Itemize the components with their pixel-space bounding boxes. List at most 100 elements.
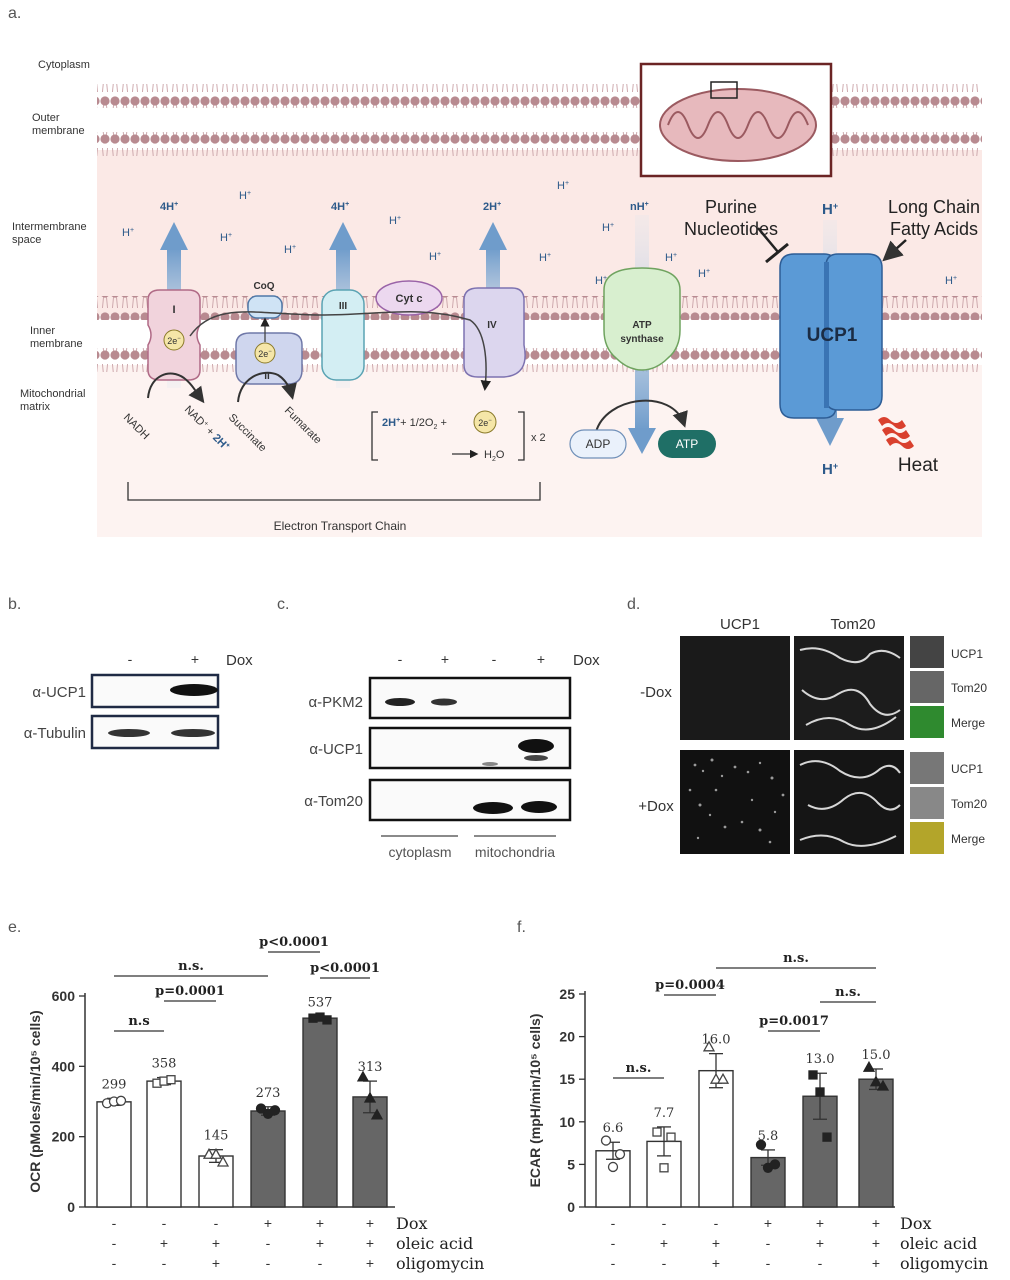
data-point — [862, 1060, 876, 1072]
condition-sign: - — [112, 1255, 117, 1271]
eq-h2o: H2O — [484, 449, 505, 463]
fatty-acids-label-1: Long Chain — [888, 197, 980, 217]
h-ion: H+ — [429, 251, 441, 263]
bar — [352, 1096, 388, 1208]
cytc-label: Cyt c — [396, 293, 423, 305]
atp-label: ATP — [676, 437, 698, 451]
bar — [96, 1101, 132, 1208]
purine-label-1: Purine — [705, 197, 757, 217]
data-point — [666, 1132, 676, 1142]
panel-d-letter: d. — [627, 596, 640, 613]
significance-label: p=0.0017 — [759, 1014, 829, 1029]
outer-membrane-bottom-leaflet — [97, 132, 982, 156]
inset-label: Merge — [951, 716, 985, 730]
value-label: 16.0 — [702, 1033, 731, 1048]
value-label: 273 — [256, 1086, 281, 1101]
value-label: 358 — [152, 1057, 177, 1072]
blot-row-label: α-UCP1 — [309, 741, 363, 758]
blot-band — [431, 698, 457, 706]
inset-ucp1-minus-dox — [910, 636, 944, 668]
bar — [250, 1110, 286, 1208]
complex-ii-label: II — [264, 371, 270, 382]
data-point — [815, 1087, 825, 1097]
succinate-arrow — [237, 371, 297, 403]
coq-label: CoQ — [253, 281, 274, 292]
h-ion: H+ — [945, 275, 957, 287]
condition-sign: - — [766, 1255, 771, 1271]
panel-c-letter: c. — [277, 596, 289, 613]
blot-row-label: α-Tubulin — [24, 725, 86, 742]
y-tick-label: 200 — [52, 1129, 76, 1145]
condition-sign: - — [214, 1215, 219, 1231]
proton-labels: 4H+ 4H+ 2H+ nH+ H+ H+ H+ H+ H+ H+ H+ H+ … — [122, 180, 957, 478]
condition-sign: + — [366, 1215, 374, 1231]
svg-text:2H++ 1/2O2 +: 2H++ 1/2O2 + — [382, 417, 447, 431]
condition-sign: + — [316, 1235, 324, 1251]
lane-label: + — [441, 651, 449, 667]
inset-label: Tom20 — [951, 681, 987, 695]
matrix-label-1: Mitochondrial — [20, 388, 85, 400]
inner-membrane-label-2: membrane — [30, 338, 83, 350]
h-ion: H+ — [665, 252, 677, 264]
condition-sign: - — [112, 1215, 117, 1231]
bar — [802, 1095, 838, 1208]
y-tick-label: 0 — [567, 1199, 575, 1215]
blot-band — [521, 801, 557, 813]
condition-sign: + — [872, 1235, 880, 1251]
y-axis-label: OCR (pMoles/min/10⁵ cells) — [27, 1010, 43, 1192]
fraction-label: mitochondria — [475, 844, 555, 860]
data-point — [202, 1147, 216, 1159]
complex-i-4h-label: 4H+ — [160, 201, 178, 213]
inset-label: Merge — [951, 832, 985, 846]
data-point — [600, 1135, 612, 1146]
value-label: 15.0 — [862, 1048, 891, 1063]
condition-sign: - — [714, 1215, 719, 1231]
y-tick-label: 400 — [52, 1058, 76, 1074]
ucp1-h-top-label: H+ — [822, 201, 838, 218]
data-point — [808, 1070, 818, 1080]
bar — [198, 1155, 234, 1208]
blot-band — [385, 698, 415, 706]
atp-pill: ATP — [658, 430, 716, 458]
y-tick-label: 600 — [52, 988, 76, 1004]
heat-label: Heat — [898, 455, 939, 476]
ucp1-label: UCP1 — [807, 325, 858, 346]
complex-iv-2h-label: 2H+ — [483, 201, 501, 213]
data-point — [716, 1072, 730, 1084]
condition-label: +Dox — [638, 798, 674, 815]
blot-band — [108, 729, 150, 737]
condition-name: oligomycin — [900, 1254, 988, 1273]
complex-iii: III — [321, 289, 365, 381]
y-tick-label: 15 — [559, 1071, 575, 1087]
condition-sign: - — [766, 1235, 771, 1251]
data-point — [709, 1072, 723, 1084]
intermembrane-label-2: space — [12, 234, 41, 246]
panel-letter: f. — [517, 919, 526, 936]
outer-membrane-label-2: membrane — [32, 125, 85, 137]
micrograph-ucp1-plus-dox — [680, 750, 790, 854]
condition-sign: - — [112, 1235, 117, 1251]
adp-pill: ADP — [569, 429, 627, 459]
value-label: 145 — [204, 1129, 229, 1144]
condition-sign: + — [872, 1255, 880, 1271]
cytoplasm-label: Cytoplasm — [38, 59, 90, 71]
micrograph-network — [799, 647, 901, 847]
complex-iii-label: III — [339, 301, 348, 312]
data-point — [652, 1127, 662, 1137]
condition-name: oleic acid — [396, 1234, 473, 1253]
heat-icon — [878, 417, 914, 449]
data-point — [755, 1139, 767, 1150]
y-tick-label: 5 — [567, 1156, 575, 1172]
condition-sign: - — [818, 1255, 823, 1271]
blot-band — [482, 762, 498, 766]
condition-label: -Dox — [640, 684, 672, 701]
condition-sign: + — [366, 1255, 374, 1271]
data-point — [322, 1015, 332, 1025]
panel-a-letter: a. — [8, 5, 21, 22]
fatty-acids-label-2: Fatty Acids — [890, 219, 978, 239]
purine-label-2: Nucleotides — [684, 219, 778, 239]
significance-label: p<0.0001 — [310, 961, 380, 976]
data-point — [876, 1079, 890, 1091]
complex-i-electron-label: 2e− — [167, 336, 181, 346]
